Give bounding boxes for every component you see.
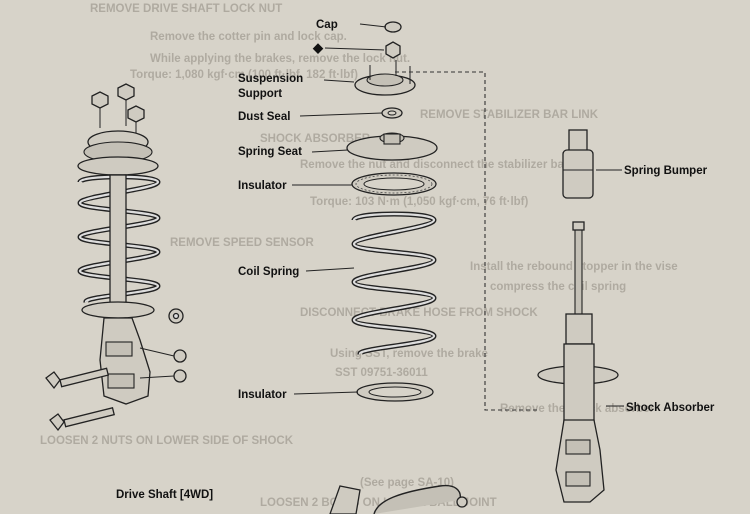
bleed-line: Using SST, remove the brake xyxy=(330,348,488,360)
nut-icon xyxy=(173,369,187,383)
nut-icon xyxy=(127,105,145,123)
label-coil-spring: Coil Spring xyxy=(238,266,299,278)
cap-part xyxy=(384,21,402,33)
spring-bumper-part xyxy=(562,129,594,199)
shock-upper-tube xyxy=(565,313,593,345)
coil-spring-part xyxy=(351,211,437,357)
bleed-line: While applying the brakes, remove the lo… xyxy=(150,53,410,65)
label-drive-shaft: Drive Shaft [4WD] xyxy=(116,489,213,501)
label-insulator-lower: Insulator xyxy=(238,389,287,401)
bolt-icon xyxy=(45,367,110,390)
bleed-line: compress the coil spring xyxy=(490,281,626,293)
spring-seat-part xyxy=(346,132,438,161)
nut-icon xyxy=(91,91,109,109)
label-suspension-support: Support xyxy=(238,88,282,100)
bleed-line: REMOVE STABILIZER BAR LINK xyxy=(420,109,599,121)
bleed-line: (See page SA-10) xyxy=(360,477,454,489)
exploded-stack xyxy=(346,21,438,402)
assembled-strut xyxy=(45,83,187,432)
bleed-line: SST 09751-36011 xyxy=(335,367,428,379)
label-suspension-support: Suspension xyxy=(238,73,303,85)
dashed-guide-line xyxy=(395,71,538,411)
bleed-line: SHOCK ABSORBER xyxy=(260,133,371,145)
drive-shaft-part xyxy=(329,484,468,514)
label-dust-seal: Dust Seal xyxy=(238,111,290,123)
part-labels: Cap ◆ Suspension Support Dust Seal Sprin… xyxy=(116,19,715,501)
bleed-line: REMOVE SPEED SENSOR xyxy=(170,237,314,249)
label-spring-bumper: Spring Bumper xyxy=(624,165,708,177)
bleed-line: Torque: 103 N·m (1,050 kgf·cm, 76 ft·lbf… xyxy=(310,196,528,208)
lower-bracket xyxy=(99,317,151,405)
label-marker: ◆ xyxy=(312,40,324,55)
coil-spring-assembled xyxy=(77,174,161,305)
bolt-icon xyxy=(49,407,115,432)
nut-icon xyxy=(117,83,135,101)
bleed-line: Torque: 1,080 kgf·cm (100 ft·lbf, 182 ft… xyxy=(130,69,358,81)
bleed-line: REMOVE DRIVE SHAFT LOCK NUT xyxy=(90,3,282,15)
piston-rod xyxy=(574,225,583,317)
shock-bracket xyxy=(555,419,605,503)
shock-absorber-part xyxy=(537,129,619,503)
lock-nut-part xyxy=(385,41,401,59)
label-shock-absorber: Shock Absorber xyxy=(626,402,715,414)
bleed-line: Install the rebound stopper in the vise xyxy=(470,261,678,273)
bleed-line: Remove the nut and disconnect the stabil… xyxy=(300,159,569,171)
bleed-line: DISCONNECT BRAKE HOSE FROM SHOCK xyxy=(300,307,538,319)
insulator-lower-part xyxy=(356,382,434,402)
label-cap: Cap xyxy=(316,19,338,31)
insulator-upper-part xyxy=(351,172,437,196)
leader-lines xyxy=(292,23,624,407)
upper-spring-seat xyxy=(77,156,159,176)
bleed-through-text: REMOVE DRIVE SHAFT LOCK NUT Remove the c… xyxy=(40,3,678,509)
label-spring-seat: Spring Seat xyxy=(238,146,302,158)
label-insulator-upper: Insulator xyxy=(238,180,287,192)
bleed-line: Remove the cotter pin and lock cap. xyxy=(150,31,347,43)
nut-icon xyxy=(173,349,187,363)
suspension-support-part xyxy=(354,60,416,96)
bleed-line: LOOSEN 2 NUTS ON LOWER SIDE OF SHOCK xyxy=(40,435,294,447)
